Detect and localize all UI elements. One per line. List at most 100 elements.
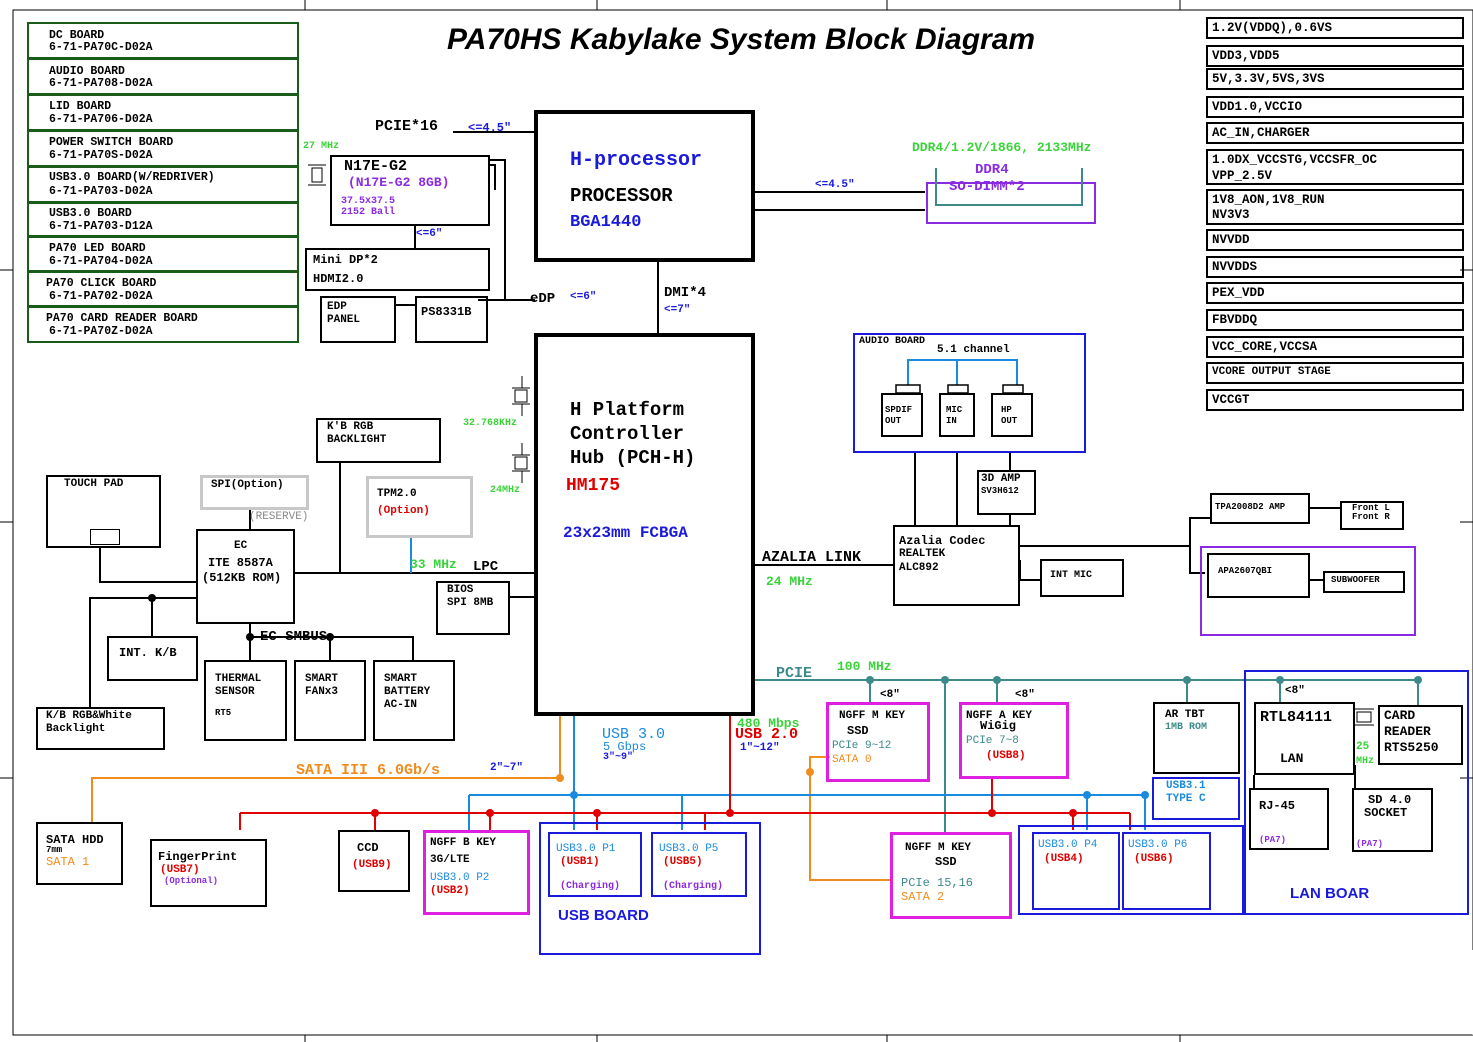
ssd1-sata: SATA 0 [832,754,872,766]
fingerprint-block: FingerPrint (USB7) (Optional) [150,839,267,907]
apa-amp-block: APA2607QBI [1207,553,1310,598]
minidp-label: Mini DP*2 [313,253,378,267]
pcie-clock: 100 MHz [837,659,892,674]
ngffb-usb3: USB3.0 P2 [430,872,490,884]
board-name: POWER SWITCH BOARD [49,136,174,149]
front-speaker-block: Front L Front R [1340,501,1404,530]
usb-port-charging: (Charging) [663,881,724,892]
battery-label: SMART [384,673,418,685]
pch-package: 23x23mm FCBGA [563,524,688,542]
ssd2-sata: SATA 2 [901,890,945,904]
board-name: PA70 LED BOARD [49,242,146,255]
bios-label: BIOS [447,584,474,596]
board-item: LID BOARD 6-71-PA706-D02A [27,94,299,131]
ssd2-label: SSD [935,855,957,869]
azalia-link-label: AZALIA LINK [762,549,862,566]
tbt-rom: 1MB ROM [1165,722,1208,733]
spdif-label: OUT [885,416,902,426]
board-name: USB3.0 BOARD(W/REDRIVER) [49,171,215,184]
sd-board: (PA7) [1356,839,1384,849]
kb-rgb-white-label: Backlight [46,723,106,735]
lan-controller-block: RTL84111 LAN [1254,702,1355,775]
power-rail: 1.2V(VDDQ),0.6VS [1206,17,1464,39]
pcie16-label: PCIE*16 [375,118,439,135]
card-reader-clock: MHz [1356,756,1375,767]
ddr-spec: DDR4/1.2V/1866, 2133MHz [912,140,1092,155]
codec-label: Azalia Codec [899,534,986,548]
power-rail-label: VDD1.0,VCCIO [1212,100,1303,114]
tbt-label: AR TBT [1165,709,1205,721]
board-part-number: 6-71-PA703-D12A [49,220,153,233]
power-rail-label: 1.0DX_VCCSTG,VCCSFR_OC [1212,153,1378,167]
ps8331-block: PS8331B [415,296,488,343]
card-reader-chip: RTS5250 [1384,740,1439,755]
sata-hdd-block: SATA HDD 7mm SATA 1 [36,822,123,885]
usb20-speed: 480 Mbps [737,716,800,731]
battery-label: AC-IN [384,699,418,711]
usb-port-number: (USB4) [1044,853,1084,865]
tpa-amp-label: TPA2008D2 AMP [1215,502,1286,512]
power-rail: FBVDDQ [1206,309,1464,331]
power-rail: AC_IN,CHARGER [1206,122,1464,144]
mic-label: MIC [946,405,963,415]
cpu-label: PROCESSOR [570,185,673,207]
ddr-length: <=4.5" [815,179,855,191]
sata-length: 2"~7" [490,762,524,774]
power-rail-label: AC_IN,CHARGER [1212,126,1310,140]
kb-rgb-white-block: K/B RGB&White Backlight [36,707,165,750]
bios-spi: SPI 8MB [447,597,494,609]
spi-option-label: SPI(Option) [211,479,284,491]
board-part-number: 6-71-PA702-D02A [49,290,153,303]
usb-port-number: (USB6) [1134,853,1174,865]
power-rail-label: NVVDDS [1212,260,1258,274]
board-name: PA70 CARD READER BOARD [46,312,198,325]
usb-board-block: USB3.0 P1 (USB1) (Charging) USB3.0 P5 (U… [539,822,761,955]
int-kb-label: INT. K/B [119,646,177,660]
ngff-b-lte-block: NGFF B KEY 3G/LTE USB3.0 P2 (USB2) [423,830,530,915]
power-rail: VCC_CORE,VCCSA [1206,336,1464,358]
kb-rgb-backlight-block: K'B RGB BACKLIGHT [316,418,441,463]
rj45-block: RJ-45 (PA7) [1249,788,1329,850]
kb-rgb-white-label: K/B RGB&White [46,710,132,722]
usb-port-p6-block: USB3.0 P6 (USB6) [1122,832,1211,910]
board-name: AUDIO BOARD [49,65,125,78]
pcie16-length: <=4.5" [468,121,512,135]
wigig-label: WiGig [980,719,1017,733]
card-reader-label: CARD [1384,708,1416,723]
power-rail-label: PEX_VDD [1212,286,1265,300]
ec-label: EC [234,540,248,552]
usb31-label: USB3.1 [1166,780,1206,792]
ssd2-pcie: PCIe 15,16 [901,876,974,890]
power-rail: VDD1.0,VCCIO [1206,96,1464,118]
usb-port-number: (USB5) [663,856,703,868]
audio-codec-block: Azalia Codec REALTEK ALC892 [893,525,1020,606]
ngff-a-wigig-block: NGFF A KEY WiGig PCIe 7~8 (USB8) [959,702,1069,779]
kb-rgb-label: K'B RGB [327,421,374,433]
usb30-speed: 5 Gbps [603,740,647,754]
amp-3d-label: 3D AMP [981,473,1021,485]
audio-board-block: AUDIO BOARD 5.1 channel SPDIF OUT MIC IN… [853,333,1086,453]
board-part-number: 6-71-PA708-D02A [49,77,153,90]
edp-length: <=6" [570,291,597,303]
board-item: DC BOARD 6-71-PA70C-D02A [27,22,299,59]
thermal-sensor-block: THERMAL SENSOR RT5 [204,660,287,741]
int-mic-block: INT MIC [1040,559,1124,597]
power-rail-label: VCC_CORE,VCCSA [1212,340,1318,354]
cpu-block: H-processor PROCESSOR BGA1440 [534,110,755,262]
power-rail: PEX_VDD [1206,282,1464,304]
ssd2-label: NGFF M KEY [905,842,972,854]
board-part-number: 6-71-PA703-D02A [49,185,153,198]
thermal-label: THERMAL [215,673,262,685]
hp-label: HP [1001,405,1012,415]
clock-24m: 24MHz [490,485,521,496]
ec-chip: ITE 8587A [208,556,273,570]
power-rail: NVVDDS [1206,256,1464,278]
lan-label: LAN [1280,751,1304,766]
edp-panel-block: EDP PANEL [320,296,396,343]
pcie-length: <8" [1285,685,1305,697]
wigig-label: NGFF A KEY [966,710,1033,722]
gpu-memory: (N17E-G2 8GB) [348,175,450,190]
pch-title: Hub (PCH-H) [570,447,696,469]
power-rail-label: VPP_2.5V [1212,169,1273,183]
hp-out-block: HP OUT [991,393,1033,437]
